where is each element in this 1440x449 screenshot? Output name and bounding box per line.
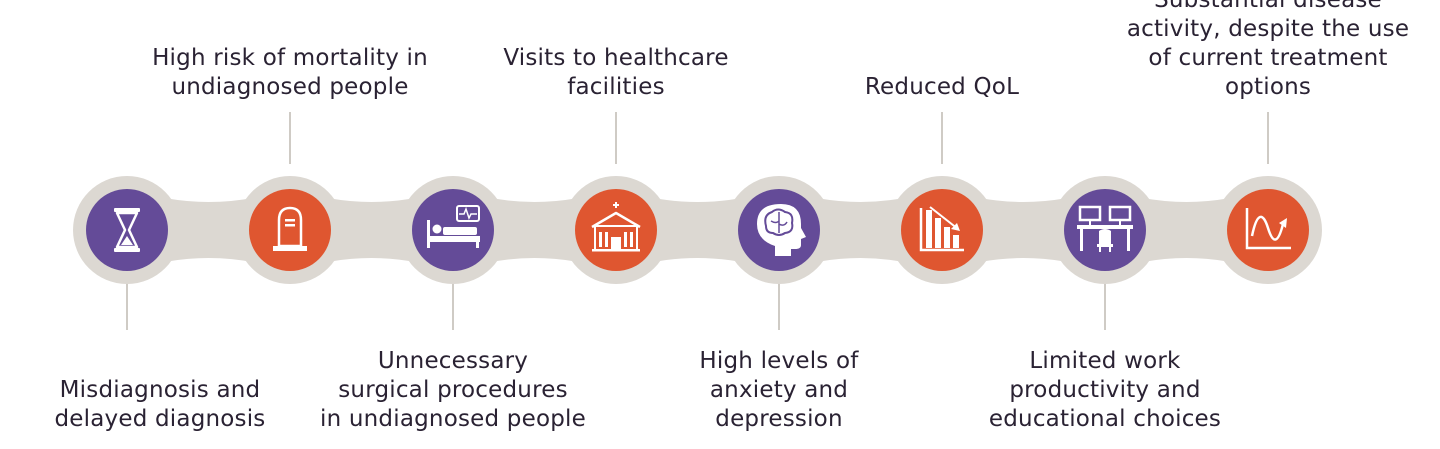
stage-node xyxy=(249,189,331,271)
stage-circle xyxy=(86,189,168,271)
connector-lines xyxy=(126,112,1269,330)
hourglass-icon xyxy=(114,208,140,252)
stage-node xyxy=(86,189,168,271)
stage-node xyxy=(575,189,657,271)
hospital-bed-icon xyxy=(427,205,480,248)
stage-node xyxy=(412,189,494,271)
stage-label: Limited work productivity and educationa… xyxy=(988,348,1222,432)
wave-graph-icon xyxy=(1245,208,1291,250)
stage-label: Reduced QoL xyxy=(864,74,1020,100)
stage-circle xyxy=(901,189,983,271)
workspace-desk-icon xyxy=(1077,205,1133,252)
stage-node xyxy=(738,189,820,271)
stage-label: High levels of anxiety and depression xyxy=(699,348,859,432)
stage-label: Unnecessary surgical procedures in undia… xyxy=(320,348,586,432)
stage-label: Misdiagnosis and delayed diagnosis xyxy=(54,377,266,432)
stage-label: Visits to healthcare facilities xyxy=(503,45,729,100)
stage-label: High risk of mortality in undiagnosed pe… xyxy=(152,45,428,100)
tombstone-icon xyxy=(273,206,307,251)
brain-head-icon xyxy=(757,204,806,256)
stage-label: Substantial disease activity, despite th… xyxy=(1126,0,1410,100)
stage-node xyxy=(1227,189,1309,271)
declining-chart-icon xyxy=(919,206,964,252)
stage-circle xyxy=(575,189,657,271)
stage-circle xyxy=(249,189,331,271)
stage-node xyxy=(901,189,983,271)
hospital-building-icon xyxy=(591,202,641,252)
stage-node xyxy=(1064,189,1146,271)
